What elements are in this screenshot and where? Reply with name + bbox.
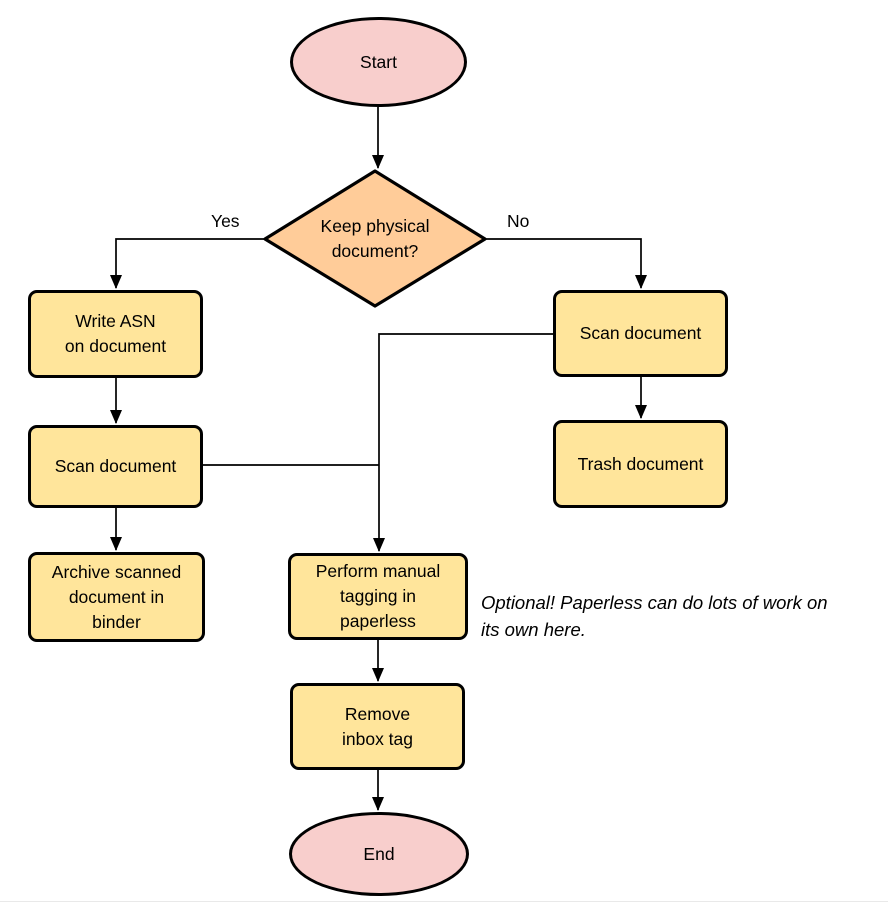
node-write-asn: Write ASN on document bbox=[28, 290, 203, 378]
edge-label-yes: Yes bbox=[211, 211, 240, 231]
edge-decision-no bbox=[485, 238, 647, 289]
node-end: End bbox=[289, 812, 469, 896]
node-archive-binder: Archive scanned document in binder bbox=[28, 552, 205, 642]
node-scan-document-right: Scan document bbox=[553, 290, 728, 377]
footer-divider bbox=[0, 901, 888, 902]
decision-diamond-shape bbox=[263, 169, 487, 308]
node-start: Start bbox=[290, 17, 467, 107]
edge-scanright-to-tagging bbox=[373, 333, 553, 552]
node-trash-document: Trash document bbox=[553, 420, 728, 508]
node-manual-tagging: Perform manual tagging in paperless bbox=[288, 553, 468, 640]
node-decision: Keep physical document? bbox=[320, 215, 430, 261]
edge-label-no: No bbox=[507, 211, 530, 231]
node-remove-inbox-tag: Remove inbox tag bbox=[290, 683, 465, 770]
annotation-optional-note: Optional! Paperless can do lots of work … bbox=[481, 592, 828, 640]
node-scan-document-left: Scan document bbox=[28, 425, 203, 508]
edge-decision-yes bbox=[110, 238, 265, 289]
